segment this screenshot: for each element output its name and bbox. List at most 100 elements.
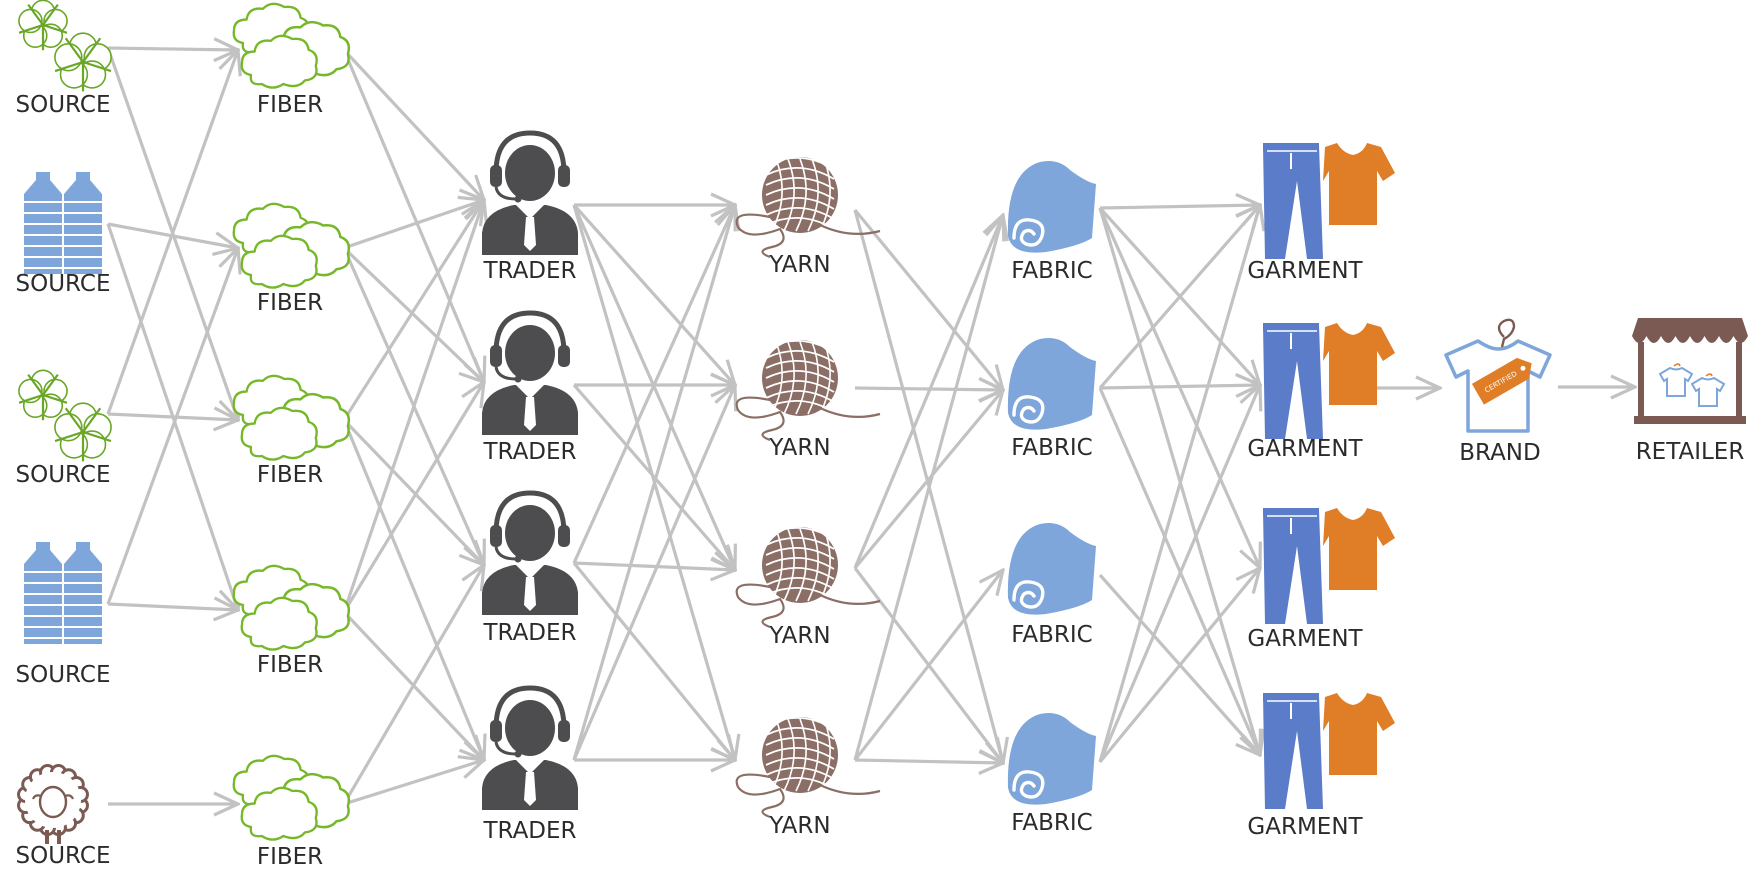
plastic-bottles-icon bbox=[24, 172, 102, 274]
arrow-f1-to-t2 bbox=[342, 49, 484, 382]
node-label: GARMENT bbox=[1247, 626, 1363, 652]
node-garment-g2: GARMENT bbox=[1247, 323, 1395, 462]
trader-headset-icon bbox=[482, 685, 578, 810]
node-label: FIBER bbox=[257, 844, 323, 870]
node-fabric-fa3: FABRIC bbox=[1007, 523, 1096, 648]
arrow-t4-to-y1 bbox=[572, 205, 735, 761]
node-source-s4: SOURCE bbox=[16, 542, 111, 688]
trader-headset-icon bbox=[482, 130, 578, 255]
node-retailer-r1: RETAILER bbox=[1632, 318, 1748, 465]
arrow-fa4-to-g3 bbox=[1098, 568, 1260, 764]
trader-headset-icon bbox=[482, 490, 578, 615]
arrow-s1-to-f1 bbox=[107, 48, 238, 50]
node-fiber-f2: FIBER bbox=[232, 202, 351, 316]
node-label: FABRIC bbox=[1011, 435, 1092, 461]
node-yarn-y4: YARN bbox=[735, 716, 881, 839]
sheep-icon bbox=[17, 764, 89, 844]
node-source-s5: SOURCE bbox=[16, 764, 111, 869]
arrow-f3-to-t3 bbox=[342, 418, 484, 565]
arrow-f1-to-t1 bbox=[342, 48, 484, 200]
node-label: GARMENT bbox=[1247, 436, 1363, 462]
node-label: YARN bbox=[768, 623, 830, 649]
arrow-f4-to-t2 bbox=[342, 382, 484, 613]
arrow-t3-to-y1 bbox=[572, 205, 735, 564]
node-label: TRADER bbox=[482, 439, 576, 465]
node-label: FIBER bbox=[257, 290, 323, 316]
arrow-y4-to-fa3 bbox=[853, 570, 1003, 761]
node-label: SOURCE bbox=[16, 92, 111, 118]
node-label: TRADER bbox=[482, 620, 576, 646]
node-garment-g1: GARMENT bbox=[1247, 143, 1395, 284]
arrow-fa4-to-g1 bbox=[1098, 205, 1260, 763]
yarn-ball-icon bbox=[735, 716, 881, 819]
node-fabric-fa2: FABRIC bbox=[1007, 338, 1096, 461]
fiber-cloud-icon bbox=[232, 2, 351, 89]
fabric-roll-icon bbox=[1007, 161, 1096, 253]
node-label: SOURCE bbox=[16, 462, 111, 488]
node-garment-g3: GARMENT bbox=[1247, 508, 1395, 652]
node-fiber-f4: FIBER bbox=[232, 564, 351, 678]
storefront-icon bbox=[1632, 318, 1748, 424]
node-label: SOURCE bbox=[16, 271, 111, 297]
plastic-bottles-icon bbox=[24, 542, 102, 644]
arrow-f3-to-t4 bbox=[342, 419, 484, 760]
yarn-ball-icon bbox=[735, 339, 881, 442]
arrow-t3-to-y4 bbox=[572, 561, 735, 760]
node-label: FABRIC bbox=[1011, 622, 1092, 648]
node-trader-t2: TRADER bbox=[482, 310, 578, 465]
fiber-cloud-icon bbox=[232, 374, 351, 461]
trader-headset-icon bbox=[482, 310, 578, 435]
node-garment-g4: GARMENT bbox=[1247, 693, 1395, 840]
yarn-ball-icon bbox=[735, 156, 881, 259]
fabric-roll-icon bbox=[1007, 713, 1096, 805]
node-label: YARN bbox=[768, 435, 830, 461]
arrow-t4-to-y2 bbox=[572, 385, 735, 761]
fabric-roll-icon bbox=[1007, 523, 1096, 615]
node-fiber-f5: FIBER bbox=[232, 754, 351, 870]
arrow-f2-to-t1 bbox=[343, 200, 484, 250]
arrow-y3-to-fa2 bbox=[853, 390, 1003, 570]
node-label: TRADER bbox=[482, 818, 576, 844]
node-source-s2: SOURCE bbox=[16, 172, 111, 297]
connection-arrows bbox=[106, 48, 1635, 805]
node-label: FABRIC bbox=[1011, 258, 1092, 284]
arrow-s4-to-f2 bbox=[106, 248, 238, 605]
arrow-fa4-to-g2 bbox=[1098, 385, 1260, 763]
node-label: RETAILER bbox=[1636, 439, 1745, 465]
arrow-fa1-to-g1 bbox=[1099, 205, 1260, 208]
fiber-cloud-icon bbox=[232, 754, 351, 841]
cotton-flower-icon bbox=[18, 0, 112, 92]
arrow-f5-to-t3 bbox=[342, 565, 484, 805]
arrow-f2-to-t2 bbox=[342, 246, 484, 382]
arrow-y3-to-fa1 bbox=[853, 215, 1003, 569]
node-source-s1: SOURCE bbox=[16, 0, 112, 118]
node-label: YARN bbox=[768, 252, 830, 278]
garment-icon bbox=[1263, 693, 1395, 809]
node-label: FABRIC bbox=[1011, 810, 1092, 836]
node-label: FIBER bbox=[257, 92, 323, 118]
supply-chain-nodes: SOURCE SOURCE SOURCE SOURCE SOURCE FIBER FIBER… bbox=[16, 0, 1748, 870]
node-label: FIBER bbox=[257, 462, 323, 488]
node-fiber-f3: FIBER bbox=[232, 374, 351, 488]
node-trader-t4: TRADER bbox=[482, 685, 578, 844]
node-label: BRAND bbox=[1459, 440, 1540, 466]
node-yarn-y3: YARN bbox=[735, 526, 881, 649]
node-trader-t3: TRADER bbox=[482, 490, 578, 646]
node-label: GARMENT bbox=[1247, 814, 1363, 840]
node-label: GARMENT bbox=[1247, 258, 1363, 284]
node-source-s3: SOURCE bbox=[16, 369, 112, 488]
node-trader-t1: TRADER bbox=[482, 130, 578, 284]
node-label: FIBER bbox=[257, 652, 323, 678]
arrow-t1-to-y2 bbox=[572, 203, 735, 385]
node-fabric-fa1: FABRIC bbox=[1007, 161, 1096, 284]
arrow-y4-to-fa1 bbox=[853, 215, 1003, 761]
node-fabric-fa4: FABRIC bbox=[1007, 713, 1096, 836]
arrow-s3-to-f1 bbox=[106, 50, 238, 415]
node-label: YARN bbox=[768, 813, 830, 839]
arrow-s4-to-f4 bbox=[107, 604, 238, 610]
node-label: SOURCE bbox=[16, 843, 111, 869]
fabric-roll-icon bbox=[1007, 338, 1096, 430]
node-label: SOURCE bbox=[16, 662, 111, 688]
